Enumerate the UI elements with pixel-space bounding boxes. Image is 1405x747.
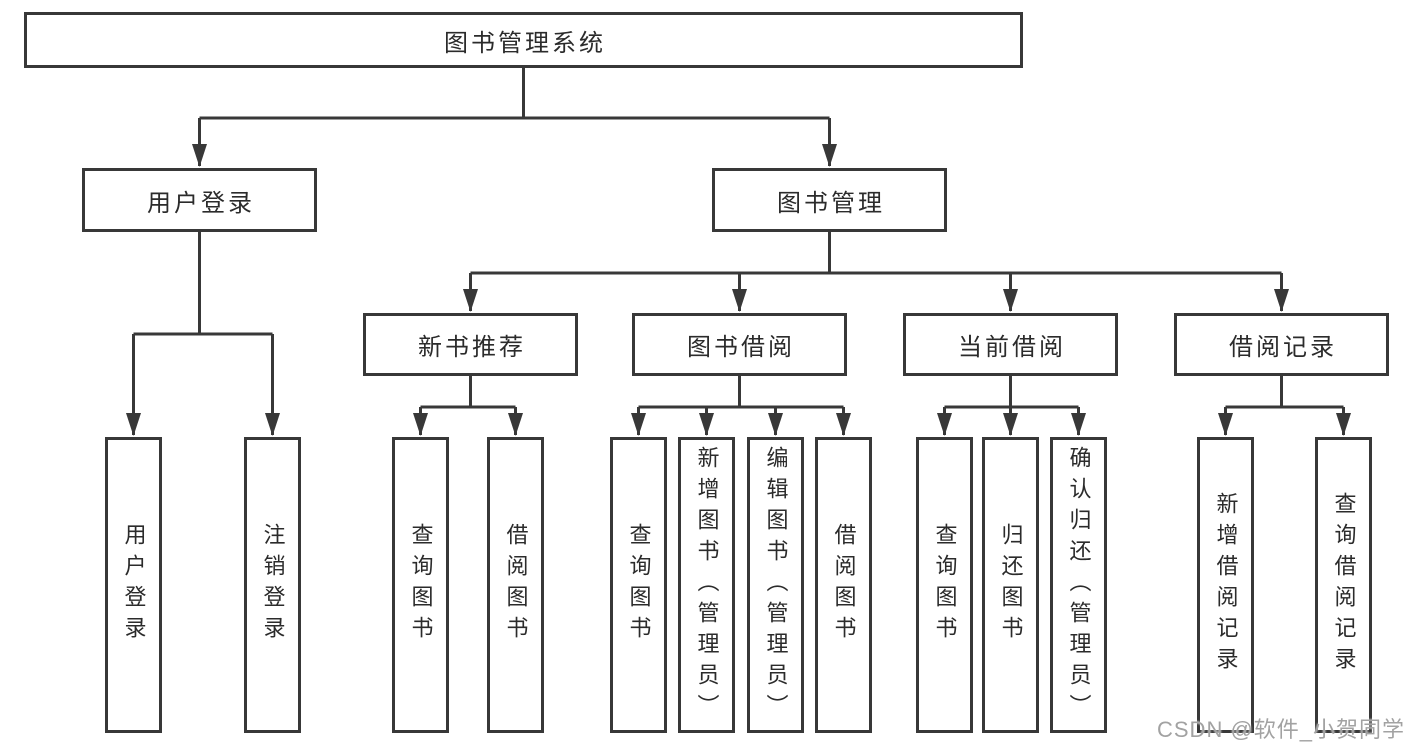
connector-borrowing-children <box>631 376 851 436</box>
connector-newbook-children <box>413 376 523 436</box>
node-book-borrowing: 图书借阅 <box>632 313 847 376</box>
leaf-edit-books-admin: 编辑图书（管理员） <box>747 437 804 733</box>
leaf-add-borrow-record: 新增借阅记录 <box>1197 437 1254 733</box>
node-new-book-recommend: 新书推荐 <box>363 313 578 376</box>
node-borrow-records: 借阅记录 <box>1174 313 1389 376</box>
connector-current-children <box>937 376 1086 436</box>
node-user-login: 用户登录 <box>82 168 317 232</box>
node-library-system: 图书管理系统 <box>24 12 1023 68</box>
connector-records-children <box>1218 376 1351 436</box>
connector-user-login-children <box>126 232 280 436</box>
node-book-management: 图书管理 <box>712 168 947 232</box>
leaf-return-books: 归还图书 <box>982 437 1039 733</box>
leaf-query-borrow-record: 查询借阅记录 <box>1315 437 1372 733</box>
leaf-query-books-recommend: 查询图书 <box>392 437 449 733</box>
leaf-borrow-books-borrowing: 借阅图书 <box>815 437 872 733</box>
leaf-borrow-books-recommend: 借阅图书 <box>487 437 544 733</box>
csdn-watermark: CSDN @软件_小贺同学 <box>1157 717 1405 742</box>
node-current-borrowing: 当前借阅 <box>903 313 1118 376</box>
connector-root-to-level2 <box>192 68 837 167</box>
leaf-confirm-return-admin: 确认归还（管理员） <box>1050 437 1107 733</box>
leaf-query-books-current: 查询图书 <box>916 437 973 733</box>
leaf-query-books-borrowing: 查询图书 <box>610 437 667 733</box>
leaf-user-login: 用户登录 <box>105 437 162 733</box>
leaf-logout: 注销登录 <box>244 437 301 733</box>
connector-book-mgmt-to-level3 <box>463 232 1289 312</box>
leaf-add-books-admin: 新增图书（管理员） <box>678 437 735 733</box>
